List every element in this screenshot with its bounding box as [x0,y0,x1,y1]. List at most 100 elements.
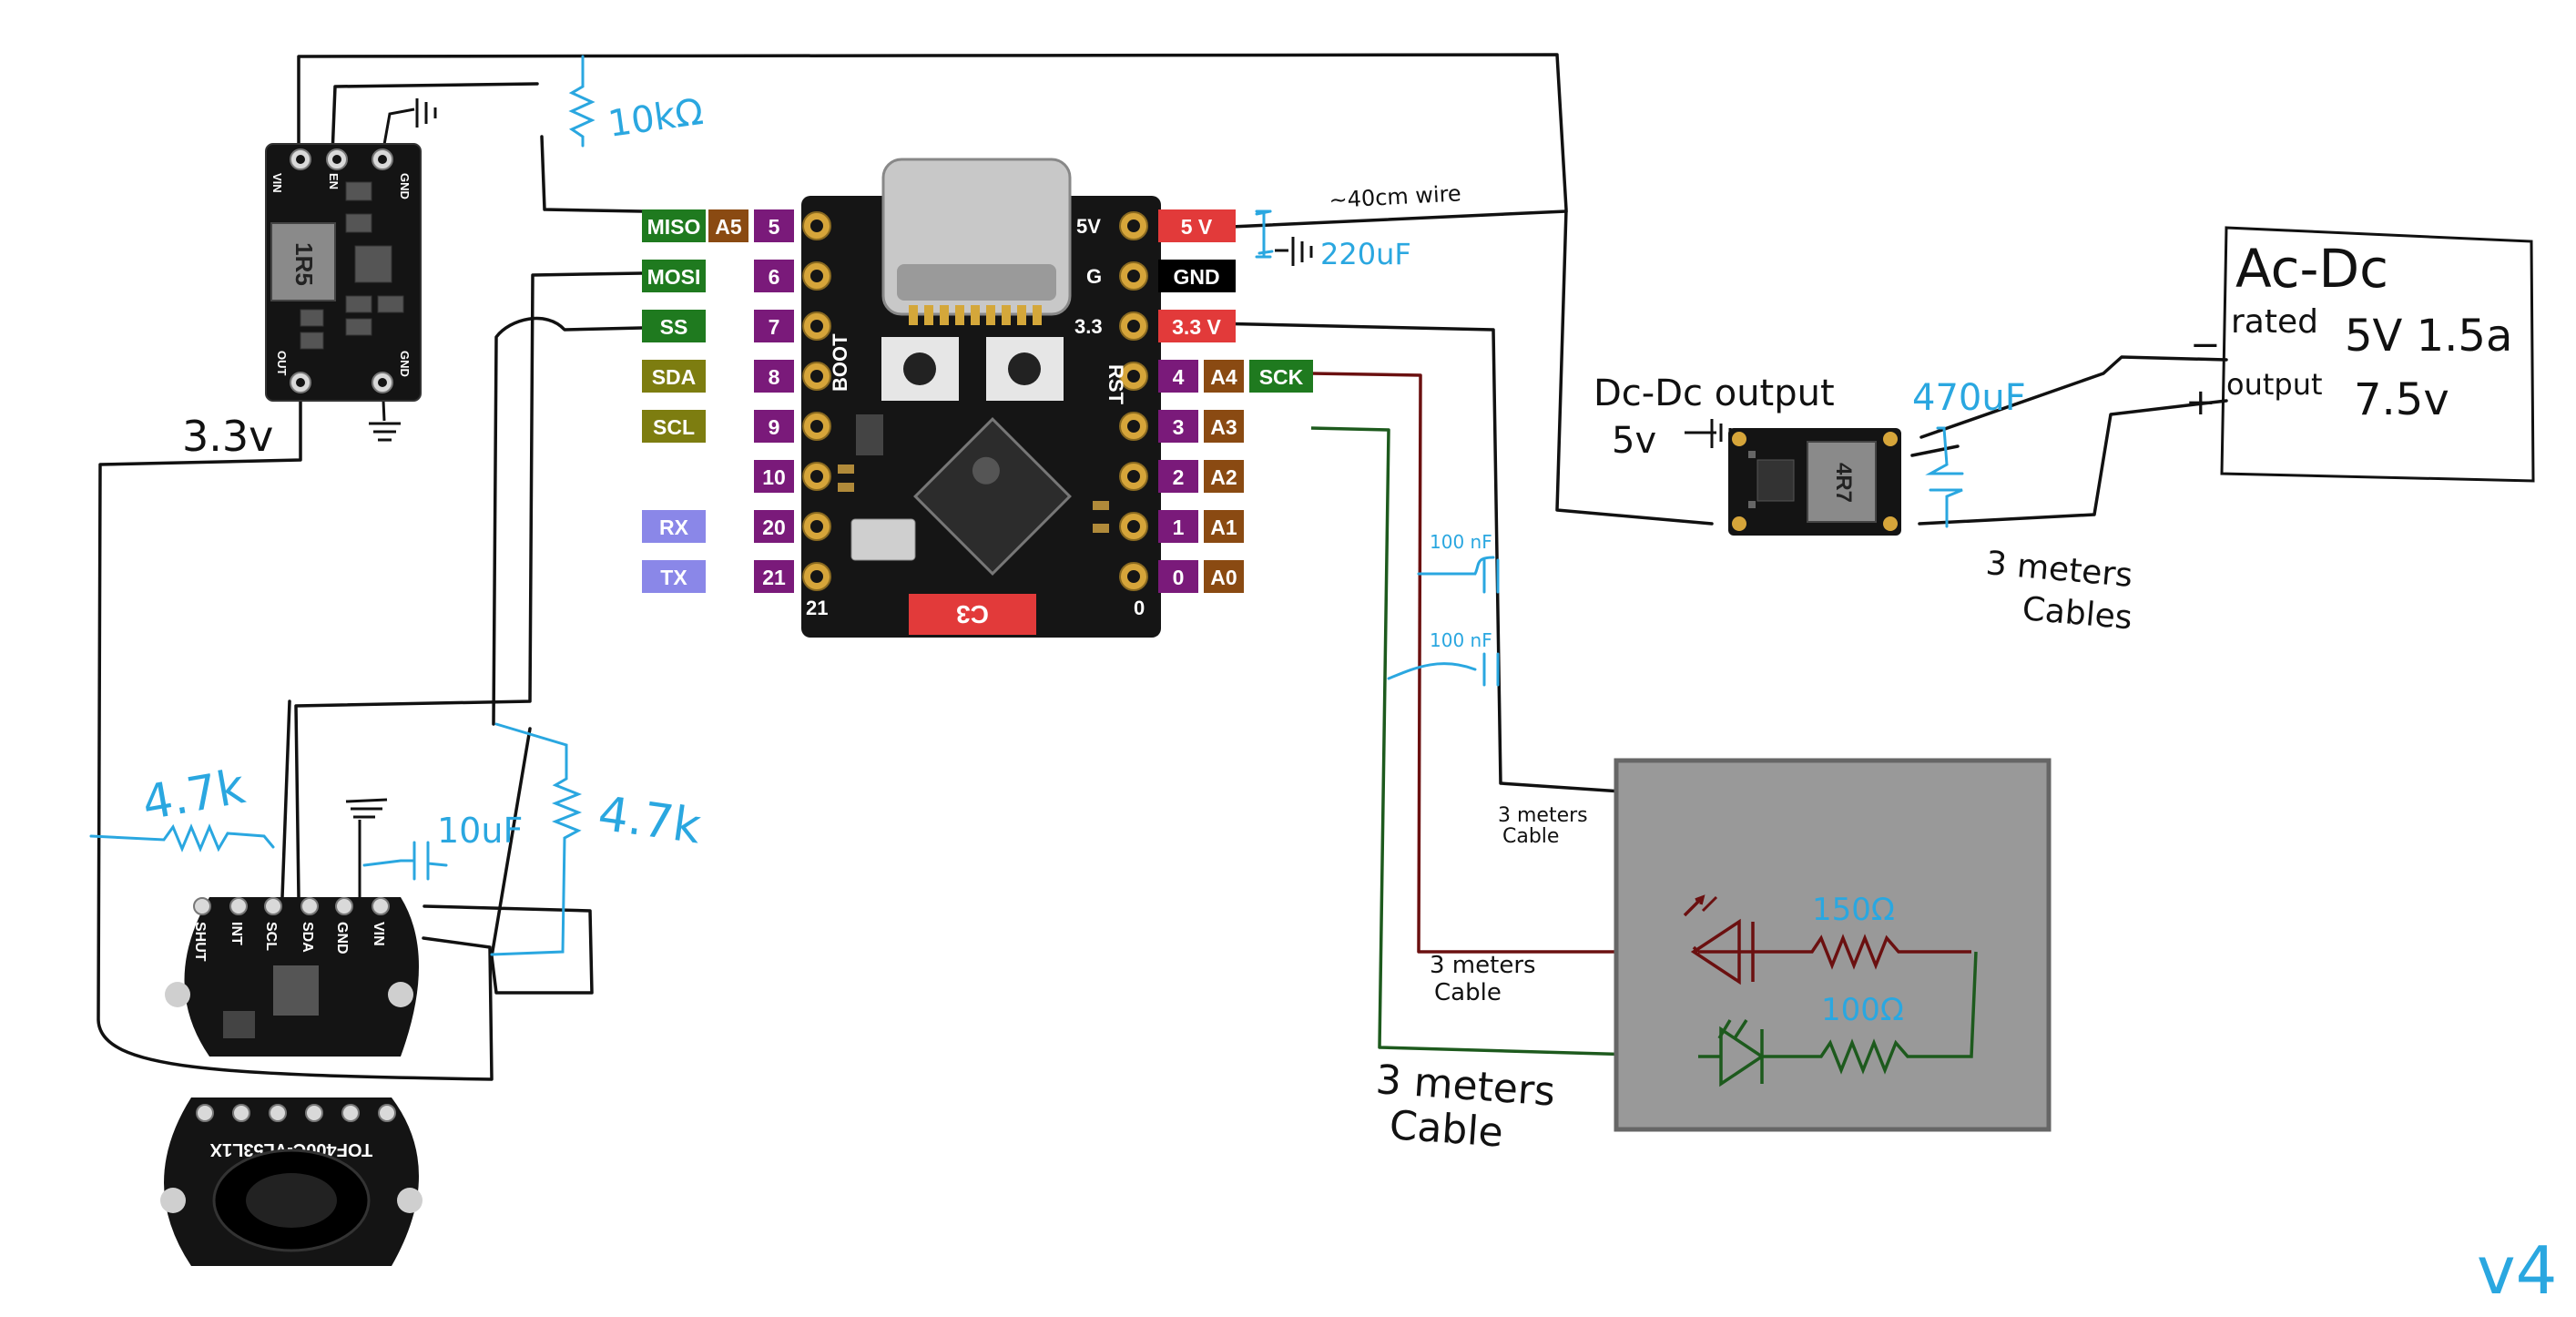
annot-dcdc-title: Dc-Dc output [1593,373,1835,414]
acdc-output-val: 7.5v [2354,374,2449,425]
tof-pin-gnd: GND [334,922,350,955]
left-pin-alt: A5 [715,215,742,239]
3v3-label: 3.3 V [1172,315,1221,339]
left-pin-num: 10 [762,465,786,489]
annot-100nf-b: 100 nF [1430,629,1492,651]
tof-pin-sda: SDA [300,922,315,953]
right-pin-alt: A3 [1210,415,1237,439]
buck-pin-out: OUT [275,351,289,376]
annot-cable-c2: Cable [1388,1102,1504,1157]
right-pin-alt: A4 [1210,365,1237,389]
right-pin-num: 1 [1173,516,1185,539]
annot-version: v4 [2477,1232,2557,1309]
annot-100: 100Ω [1821,992,1904,1028]
right-pin-alt: A2 [1210,465,1237,489]
right-pin-num: 0 [1173,566,1185,589]
annot-cable-b: 3 meters [1430,952,1536,979]
silk-3v3: 3.3 [1074,315,1103,338]
buck-pin-vin: VIN [270,173,284,193]
black-annotations: ~40cm wire 3.3v Dc-Dc output 5v 3 meters… [182,180,2512,1156]
tof-sensor-breakout: SHUT INT SCL SDA GND VIN [165,897,419,1057]
silk-boot: BOOT [829,333,851,392]
esp32-c3-board: C3 5V G 3.3 RST BOOT 21 0 [801,158,1161,638]
mosi-label: MOSI [647,265,701,289]
ground-symbol-icon [345,798,388,911]
acdc-plus: + [2185,382,2216,424]
miso-label: MISO [647,215,701,239]
resistor-icon [1762,951,1978,1075]
annot-3v3: 3.3v [182,412,273,461]
silk-g: G [1086,265,1102,288]
ss-label: SS [660,315,688,339]
buck-pin-gnd2: GND [398,351,412,377]
tof-pin-vin: VIN [371,922,386,946]
right-pin-num: 2 [1173,465,1185,489]
buck-pin-gnd: GND [398,173,412,199]
esp32-left-labels: 5 6 7 8 9 10 20 21 A5 MISO MOSI SS SDA S… [642,209,794,593]
acdc-rated-val: 5V 1.5a [2345,311,2512,362]
tx-label: TX [660,566,687,589]
gnd-label: GND [1173,265,1219,289]
tof-pin-scl: SCL [263,922,279,951]
resistor-icon [568,55,596,148]
annot-220uf: 220uF [1320,237,1411,271]
rx-label: RX [659,516,689,539]
acdc-output: output [2226,367,2323,402]
left-pin-num: 6 [769,265,780,289]
annot-cable-a: 3 meters [1498,804,1588,827]
ground-symbol-icon [381,98,437,156]
acdc-box [2220,226,2535,483]
buck-inductor-label: 1R5 [290,242,318,286]
dcdc-module: 4R7 [1728,428,1901,536]
5v-label: 5 V [1181,215,1213,239]
esp32-chip-label: C3 [956,600,989,628]
right-pin-num: 3 [1173,415,1185,439]
annot-3m-cables2: Cables [2021,590,2133,637]
capacitor-icon [1417,556,1500,594]
annot-dcdc-5v: 5v [1612,420,1656,462]
annot-10k: 10kΩ [606,91,706,146]
acdc-minus: − [2190,324,2221,366]
right-pin-alt: A0 [1210,566,1237,589]
annot-47k-right: 4.7k [595,786,704,854]
right-pin-alt: A1 [1210,516,1237,539]
left-pin-num: 8 [769,365,780,389]
annot-cable-a2: Cable [1502,825,1559,848]
resistor-icon [490,722,583,956]
annot-470uf: 470uF [1912,377,2026,419]
annot-47k-left: 4.7k [138,760,249,832]
resistor-icon [1753,934,1971,970]
sck-label: SCK [1259,365,1304,389]
buck-module: VIN EN GND OUT GND 1R5 [265,143,422,402]
blue-annotations: 10kΩ 220uF 4.7k 4.7k 10uF 100 nF 100 nF … [138,91,2558,1309]
left-pin-num: 5 [769,215,780,239]
annot-cable-b2: Cable [1434,979,1502,1006]
silk-21: 21 [806,597,828,619]
dcdc-inductor-label: 4R7 [1831,463,1856,503]
left-pin-num: 9 [769,415,780,439]
annot-150: 150Ω [1812,892,1895,928]
silk-0: 0 [1134,597,1145,619]
buck-pin-en: EN [327,173,341,189]
black-wires [97,53,2228,1081]
capacitor-icon [362,841,448,881]
tof-pin-int: INT [229,922,244,945]
left-pin-num: 7 [769,315,780,339]
left-pin-num: 20 [762,516,786,539]
blue-components [89,55,1964,956]
resistor-icon [89,823,275,852]
scl-label: SCL [653,415,695,439]
left-pin-num: 21 [762,566,786,589]
acdc-title: Ac-Dc [2235,238,2388,300]
annot-10uf: 10uF [437,811,523,851]
sda-label: SDA [652,365,697,389]
annot-3m-cables: 3 meters [1984,545,2133,595]
silk-rst: RST [1105,364,1127,405]
annot-100nf-a: 100 nF [1430,531,1492,553]
ground-symbol-icon [1685,419,1732,448]
tof-pin-shut: SHUT [192,922,208,962]
capacitor-icon [1387,652,1500,687]
tof-sensor-module: TOF400C-VL53L1X [160,1098,423,1266]
esp32-right-labels: 4 3 2 1 0 A4 A3 A2 A1 A0 5 V GND 3.3 V S… [1158,209,1313,593]
